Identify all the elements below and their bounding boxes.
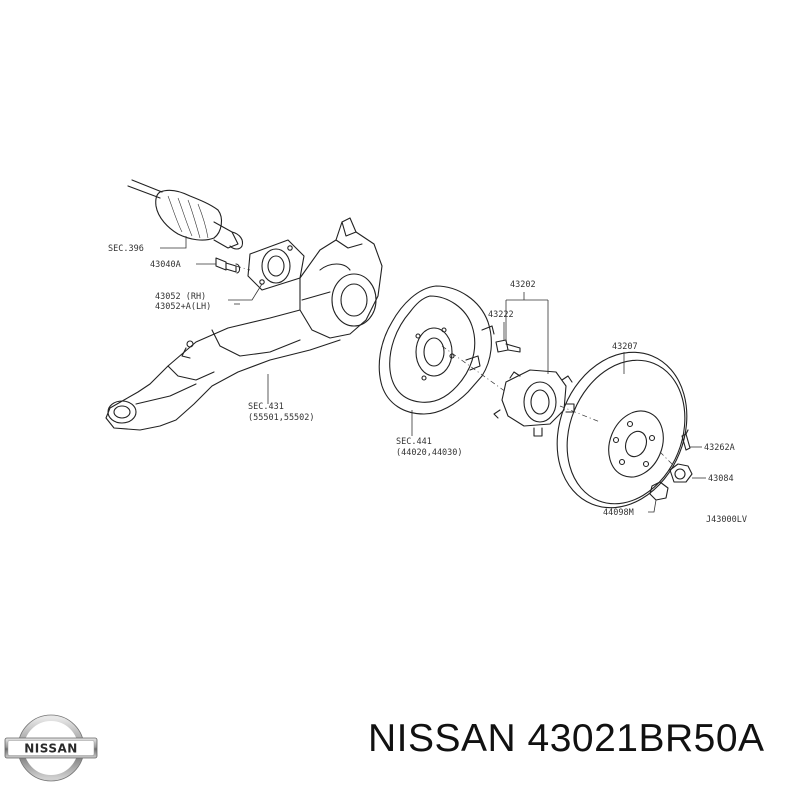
drive-shaft [127, 179, 244, 250]
centerline [559, 405, 601, 423]
label-43052-lh: 43052+A(LH) [155, 302, 211, 312]
suspension-knuckle-sec431 [105, 217, 383, 431]
bolt-43040a [215, 257, 241, 274]
nissan-logo: NISSAN [4, 714, 98, 782]
cap-44098m [649, 481, 669, 501]
brake-disc-43207 [556, 351, 688, 509]
label-44098m: 44098M [603, 508, 634, 518]
centerline [441, 345, 507, 393]
centerline [659, 451, 677, 469]
label-43222: 43222 [488, 310, 514, 320]
centerline [235, 265, 251, 271]
label-sec396: SEC.396 [108, 244, 144, 254]
label-43052-rh: 43052 (RH) [155, 292, 206, 302]
part-number-caption: NISSAN 43021BR50A [368, 717, 765, 760]
brake-backing-plate-sec441 [378, 285, 495, 415]
label-43262a: 43262A [704, 443, 735, 453]
label-43207: 43207 [612, 342, 638, 352]
hub-bolt-43222 [495, 339, 521, 353]
diagram-code: J43000LV [706, 515, 747, 525]
label-sec441-sub: (44020,44030) [396, 448, 463, 458]
leader-lines [160, 236, 706, 513]
label-43084: 43084 [708, 474, 734, 484]
label-sec441: SEC.441 [396, 437, 432, 447]
cotter-pin-43262a [681, 429, 691, 451]
hub-nut-43084 [669, 463, 693, 483]
label-43040a: 43040A [150, 260, 181, 270]
label-sec431-sub: (55501,55502) [248, 413, 315, 423]
hub-assembly-43202 [493, 369, 575, 437]
nissan-logo-text: NISSAN [24, 742, 78, 756]
label-43202: 43202 [510, 280, 536, 290]
bearing-flange-43052 [247, 239, 305, 291]
label-sec431: SEC.431 [248, 402, 284, 412]
